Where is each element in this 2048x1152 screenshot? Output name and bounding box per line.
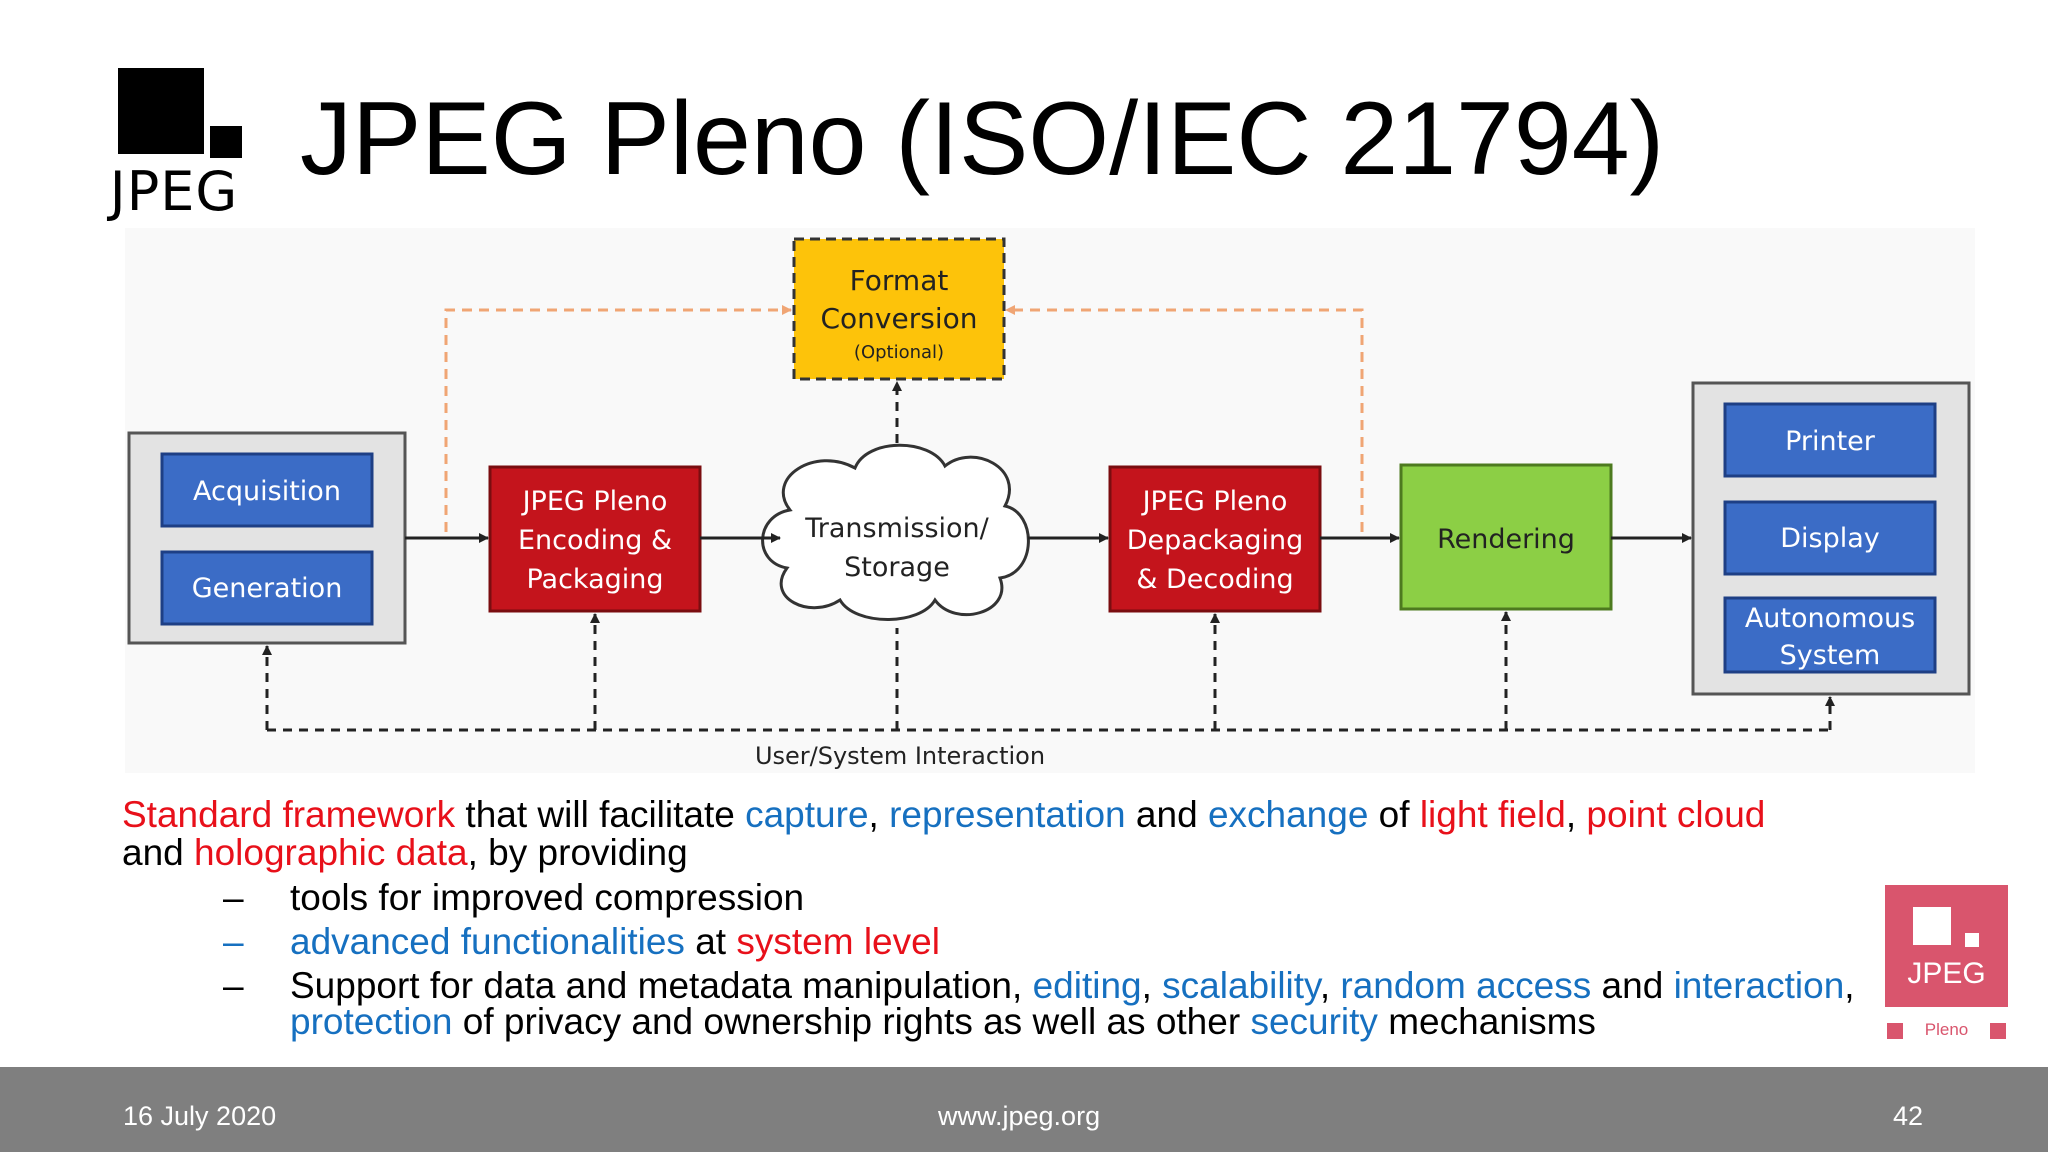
interaction-label: User/System Interaction (755, 742, 1045, 770)
pleno-logo-box: JPEG (1885, 885, 2008, 1007)
encoding-line2: Encoding & (518, 525, 672, 556)
footer-date: 16 July 2020 (123, 1101, 277, 1131)
format-conversion-line2: Conversion (821, 302, 978, 335)
text-segment: Support for data and metadata manipulati… (290, 965, 1033, 1006)
generation-label: Generation (192, 573, 343, 604)
decoding-line1: JPEG Pleno (1141, 486, 1288, 517)
bullet-dash: – (223, 877, 244, 918)
text-segment: and (122, 832, 195, 873)
highlight-point-cloud: point cloud (1586, 794, 1766, 835)
list-item: – tools for improved compression (223, 877, 1923, 918)
format-conversion-box: Format Conversion (Optional) (792, 237, 1006, 381)
acquisition-box (160, 452, 374, 528)
display-label: Display (1780, 523, 1880, 554)
slide-footer: 16 July 2020 www.jpeg.org 42 (0, 1067, 2048, 1152)
transmission-storage-cloud: Transmission/ Storage (761, 443, 1030, 621)
highlight-representation: representation (889, 794, 1126, 835)
logo-text: JPEG (109, 160, 239, 223)
pleno-logo-subtext: Pleno (1924, 1020, 1969, 1039)
highlight-standard-framework: Standard framework (122, 794, 456, 835)
decoding-box: JPEG Pleno Depackaging & Decoding (1108, 465, 1322, 613)
framework-description: Standard framework that will facilitate … (122, 796, 1942, 872)
bullet-dash: – (223, 921, 244, 962)
encoding-line3: Packaging (526, 564, 663, 595)
slide-title: JPEG Pleno (ISO/IEC 21794) (300, 81, 1665, 197)
acquisition-label: Acquisition (193, 476, 341, 507)
printer-label: Printer (1785, 426, 1876, 457)
bullet-text: tools for improved compression (290, 877, 805, 918)
highlight-security: security (1250, 1001, 1378, 1042)
encoding-box: JPEG Pleno Encoding & Packaging (488, 465, 702, 613)
display-box (1723, 500, 1937, 576)
text-segment: and (1591, 965, 1674, 1006)
jpeg-logo: JPEG (100, 68, 248, 223)
text-segment: and (1125, 794, 1208, 835)
footer-url: www.jpeg.org (938, 1101, 1101, 1131)
transmission-line1: Transmission/ (804, 513, 989, 544)
decoding-line2: Depackaging (1127, 525, 1304, 556)
highlight-system-level: system level (736, 921, 940, 962)
bullet-dash: – (223, 965, 244, 1006)
text-segment: that will facilitate (455, 794, 746, 835)
text-segment: , (868, 794, 890, 835)
framework-diagram: Format Conversion (Optional) Acquisition… (125, 228, 1975, 773)
output-group: Printer Display Autonomous System (1691, 381, 1971, 696)
list-item: – Support for data and metadata manipula… (223, 965, 1923, 1042)
format-conversion-line1: Format (850, 264, 949, 297)
text-segment: at (684, 921, 737, 962)
jpeg-pleno-logo: JPEG Pleno (1885, 885, 2008, 1045)
decoding-line3: & Decoding (1136, 564, 1293, 595)
text-segment: mechanisms (1377, 1001, 1596, 1042)
diagram-svg: Format Conversion (Optional) Acquisition… (127, 237, 1971, 770)
highlight-advanced-functionalities: advanced functionalities (290, 921, 685, 962)
generation-box (160, 550, 374, 626)
text-segment: of (1368, 794, 1420, 835)
highlight-protection: protection (290, 1001, 453, 1042)
footer-page-number: 42 (1893, 1101, 1924, 1131)
format-conversion-line3: (Optional) (854, 342, 944, 363)
printer-box (1723, 402, 1937, 478)
text-segment: , (1844, 965, 1855, 1006)
text-segment: , by providing (467, 832, 688, 873)
highlight-light-field: light field (1419, 794, 1566, 835)
feature-list: – tools for improved compression – advan… (223, 877, 1923, 1048)
text-segment: , (1141, 965, 1163, 1006)
highlight-exchange: exchange (1207, 794, 1369, 835)
encoding-line1: JPEG Pleno (521, 486, 668, 517)
logo-square-small (210, 126, 242, 158)
highlight-scalability: scalability (1162, 965, 1320, 1006)
rendering-box: Rendering (1399, 463, 1613, 611)
logo-square-large (118, 68, 204, 154)
text-segment: , (1565, 794, 1587, 835)
optional-path-lines (444, 305, 1364, 532)
rendering-label: Rendering (1437, 524, 1575, 555)
pleno-logo-text: JPEG (1907, 957, 1986, 990)
highlight-random-access: random access (1340, 965, 1592, 1006)
transmission-line2: Storage (844, 552, 950, 583)
highlight-editing: editing (1032, 965, 1142, 1006)
autonomous-label: Autonomous (1745, 603, 1915, 634)
system-label: System (1780, 640, 1881, 671)
highlight-holographic-data: holographic data (194, 832, 468, 873)
pleno-logo-sub: Pleno (1885, 1020, 2008, 1044)
text-segment: of privacy and ownership rights as well … (452, 1001, 1251, 1042)
source-group: Acquisition Generation (127, 431, 407, 645)
interaction-lines (262, 381, 1835, 732)
list-item: – advanced functionalities at system lev… (223, 921, 1923, 962)
highlight-interaction: interaction (1673, 965, 1845, 1006)
highlight-capture: capture (745, 794, 869, 835)
text-segment: , (1319, 965, 1341, 1006)
autonomous-system-box (1723, 596, 1937, 674)
